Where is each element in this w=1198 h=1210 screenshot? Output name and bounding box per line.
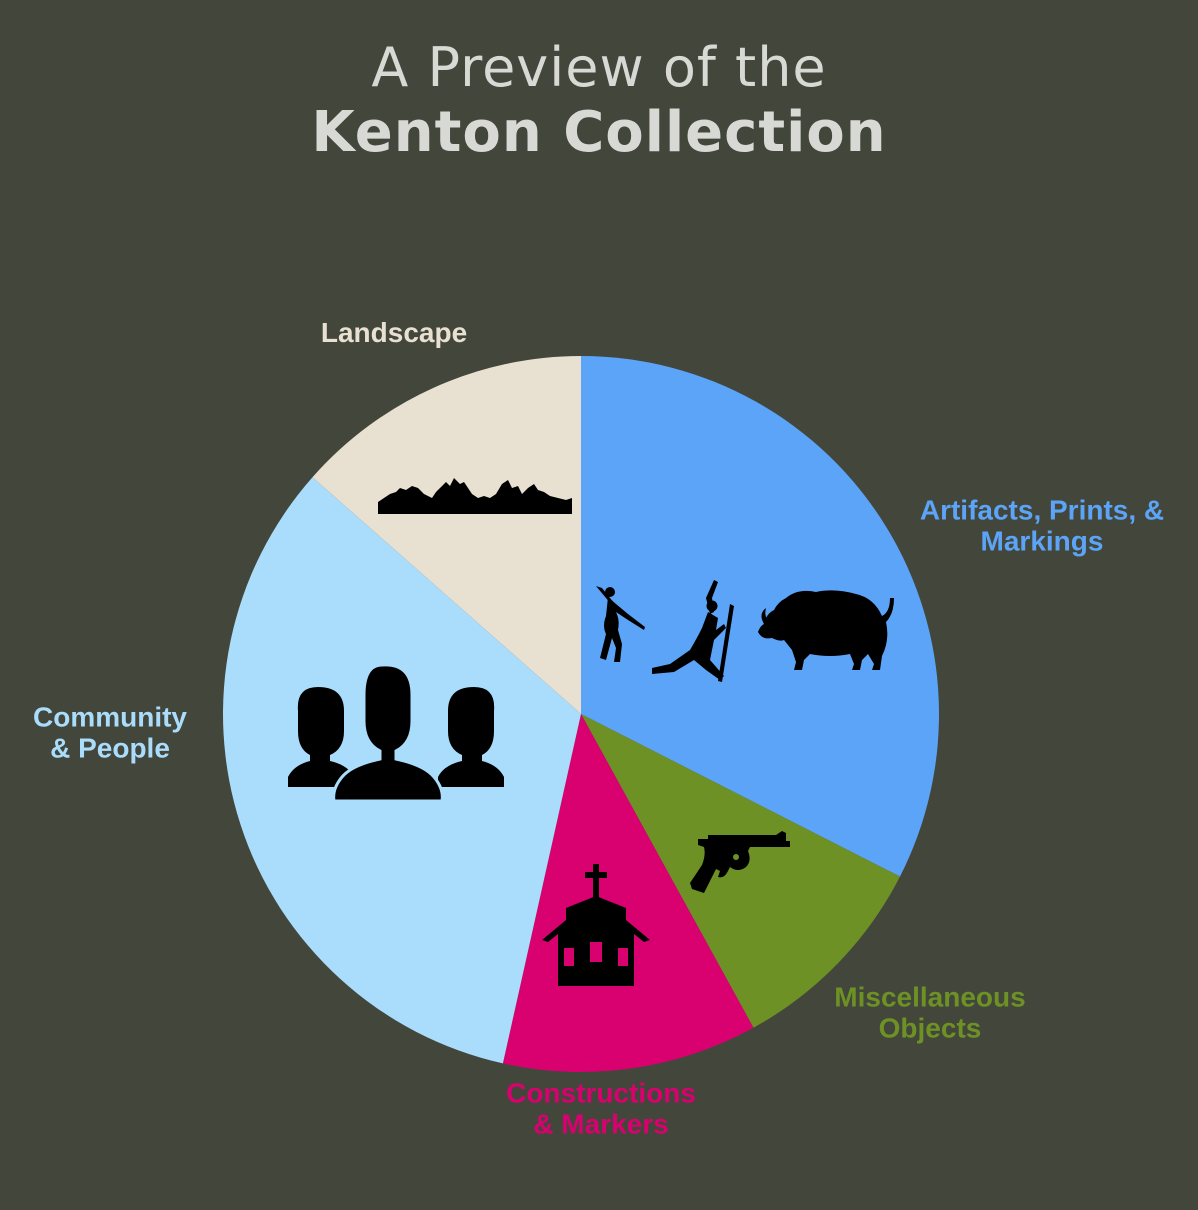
slice-label-line: Artifacts, Prints, & — [920, 495, 1164, 526]
slice-label-3: Community& People — [33, 702, 187, 764]
title-line-2: Kenton Collection — [311, 100, 887, 165]
pie-slice-4 — [312, 356, 581, 714]
slice-label-line: & People — [50, 733, 170, 764]
slice-label-line: Markings — [981, 526, 1104, 557]
slice-label-line: & Markers — [533, 1109, 668, 1140]
pie-slice-1 — [581, 714, 900, 1028]
slice-label-2: Constructions& Markers — [506, 1078, 696, 1140]
slice-label-line: Community — [33, 702, 187, 733]
label-group: Artifacts, Prints, &MarkingsMiscellaneou… — [33, 317, 1164, 1140]
slice-label-line: Constructions — [506, 1078, 696, 1109]
title-line-1: A Preview of the — [371, 36, 827, 99]
slice-label-4: Landscape — [321, 317, 467, 348]
slice-label-line: Objects — [879, 1013, 982, 1044]
pie-slice-0 — [581, 356, 940, 877]
slice-label-line: Landscape — [321, 317, 467, 348]
slice-label-0: Artifacts, Prints, &Markings — [920, 495, 1164, 557]
slice-label-line: Miscellaneous — [834, 982, 1025, 1013]
